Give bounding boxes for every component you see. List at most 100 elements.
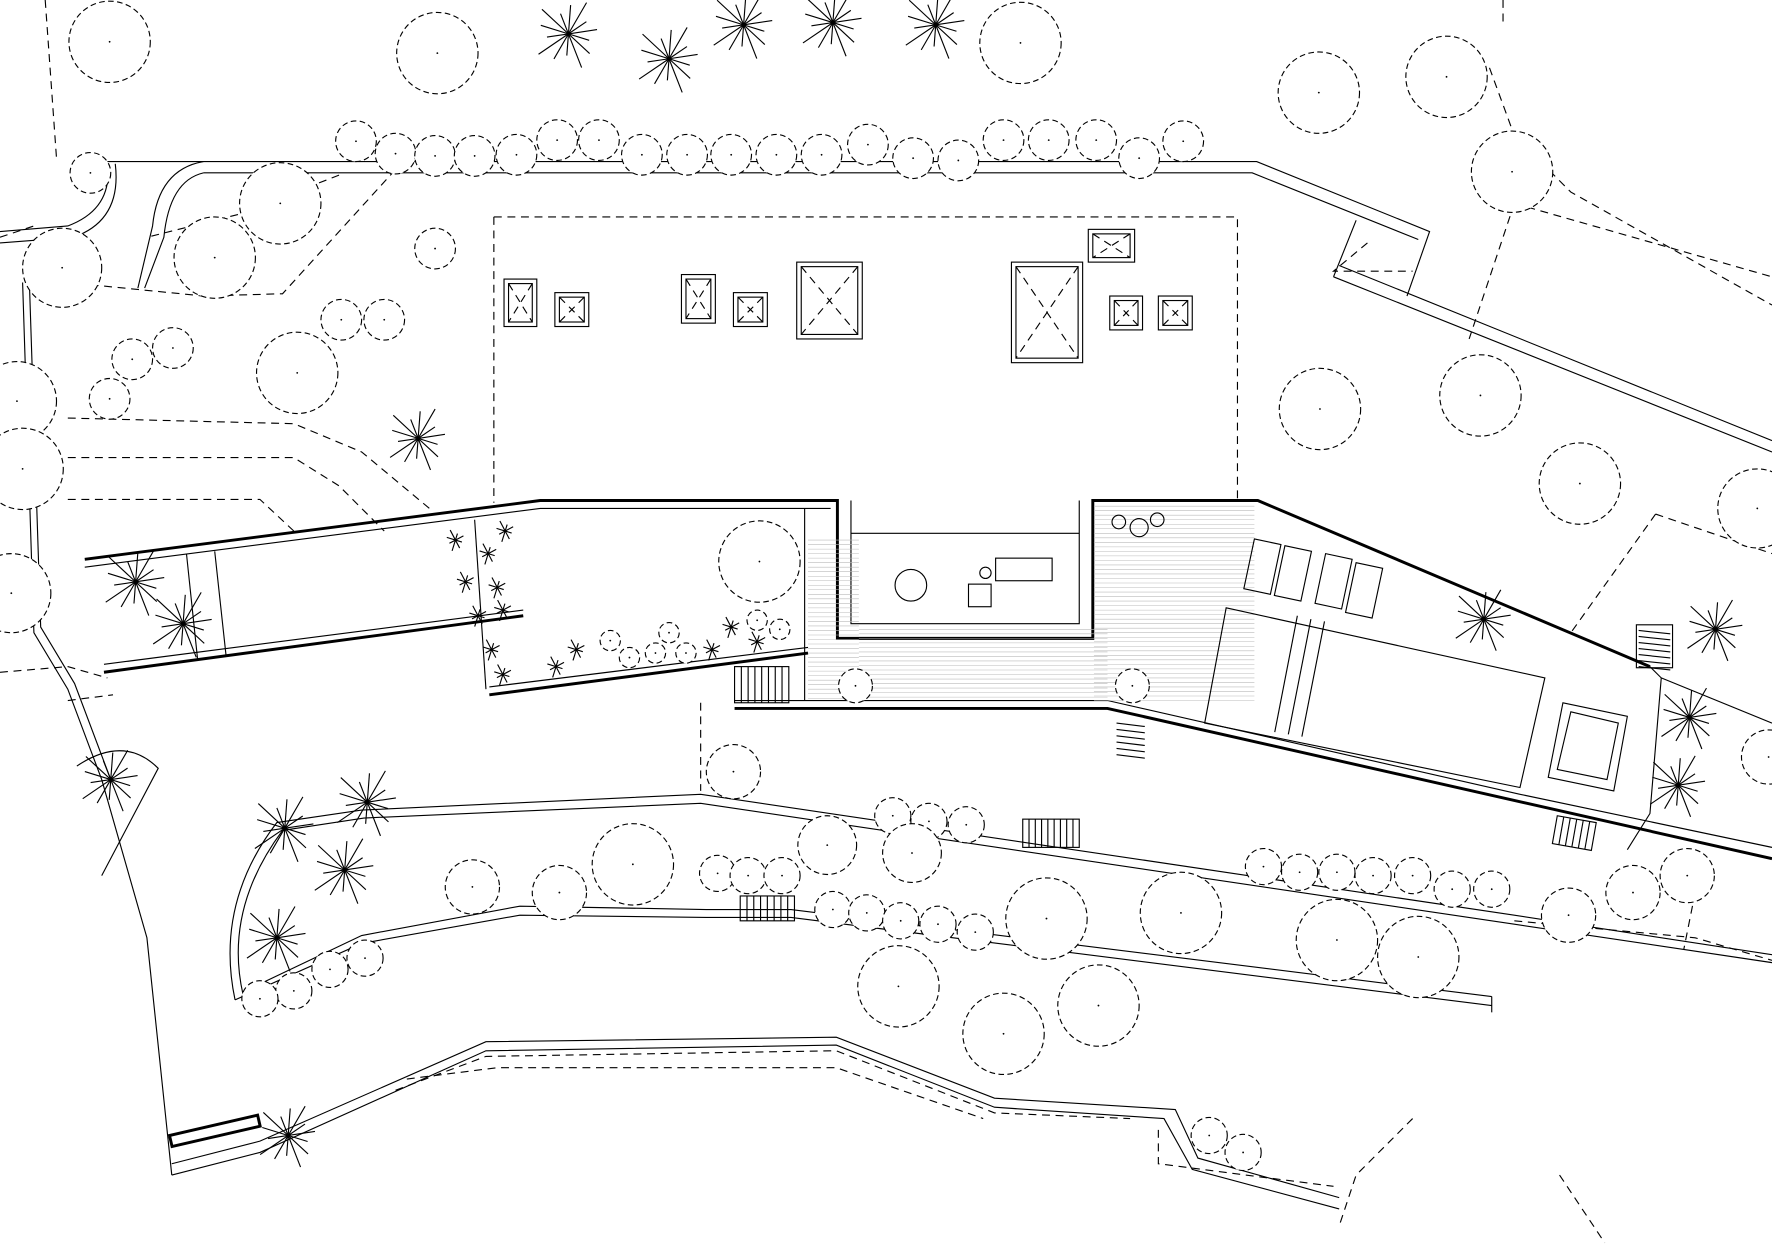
tree (1439, 354, 1522, 437)
tree (275, 972, 313, 1010)
tree (1224, 1133, 1262, 1172)
tree (396, 11, 479, 95)
tree (1277, 51, 1361, 134)
tree (618, 646, 641, 669)
tree (320, 298, 363, 341)
stair (1551, 815, 1597, 852)
plant (567, 639, 585, 661)
tree (1190, 1116, 1228, 1155)
tree (414, 135, 456, 177)
plant (456, 571, 474, 593)
tree (814, 890, 852, 929)
tree (414, 227, 456, 270)
skylight (503, 278, 538, 328)
plant (259, 1105, 316, 1168)
plant (1661, 687, 1717, 750)
tree (1162, 120, 1205, 163)
plant (246, 906, 306, 972)
tree (599, 629, 621, 652)
tree (88, 377, 131, 420)
tree (578, 119, 620, 162)
tree (1295, 898, 1379, 982)
tree (239, 162, 322, 245)
plant (722, 616, 740, 639)
bench (167, 1113, 262, 1149)
tree (658, 621, 680, 644)
tree (666, 133, 709, 176)
furniture (894, 512, 1384, 619)
tree (710, 133, 753, 176)
plant (802, 0, 862, 57)
tree (1473, 870, 1511, 908)
skylight (554, 292, 590, 328)
tree (1659, 847, 1715, 904)
plant (547, 656, 565, 678)
tree (675, 642, 697, 664)
skylight (732, 292, 768, 328)
tree (173, 216, 256, 299)
tree (374, 132, 417, 175)
tree (444, 859, 501, 915)
tree (1057, 964, 1140, 1047)
tree (453, 135, 496, 177)
hot-tub (1547, 702, 1629, 792)
tree (956, 913, 994, 951)
plant (82, 749, 138, 812)
tree (882, 823, 942, 883)
tree (937, 139, 980, 182)
tree (1114, 668, 1150, 704)
tree (746, 609, 768, 632)
tree (1470, 130, 1554, 213)
skylight (796, 261, 863, 340)
plant (1687, 599, 1743, 662)
tree (346, 939, 384, 977)
stair (1638, 629, 1671, 671)
tree (1118, 137, 1161, 180)
plant (105, 550, 165, 616)
skylight (1109, 295, 1144, 331)
tree (0, 427, 64, 511)
tree (847, 123, 889, 166)
tree (1280, 853, 1319, 891)
tree (1377, 915, 1460, 999)
tree (1405, 35, 1488, 119)
tree (718, 520, 801, 603)
tree (644, 642, 667, 664)
tree (536, 119, 579, 162)
tree (1393, 856, 1432, 895)
tree (1605, 864, 1661, 921)
tree (1318, 853, 1356, 891)
tree (962, 992, 1045, 1076)
skylights (503, 228, 1193, 364)
plant (254, 796, 314, 863)
stair (1116, 722, 1145, 759)
tree (335, 120, 377, 163)
plant (1649, 755, 1706, 818)
tree (0, 553, 52, 634)
plant (1455, 589, 1511, 651)
tree (947, 806, 985, 844)
tree (800, 133, 843, 176)
plant (494, 599, 512, 622)
tree (591, 823, 675, 906)
plant (446, 529, 464, 552)
tree (495, 133, 538, 176)
plant (713, 0, 773, 59)
plant (905, 0, 965, 59)
plant (748, 631, 766, 653)
tree (763, 856, 801, 895)
tree (1005, 877, 1088, 960)
tree (919, 905, 957, 943)
tree (755, 133, 798, 176)
tree (1740, 729, 1772, 785)
tree (1354, 856, 1392, 895)
tree (255, 331, 339, 415)
tree (857, 945, 940, 1028)
skylight (1010, 261, 1084, 364)
plant (337, 770, 396, 837)
tree (1075, 119, 1118, 162)
tree (797, 815, 858, 876)
tree (1538, 442, 1622, 525)
plant (152, 592, 212, 658)
